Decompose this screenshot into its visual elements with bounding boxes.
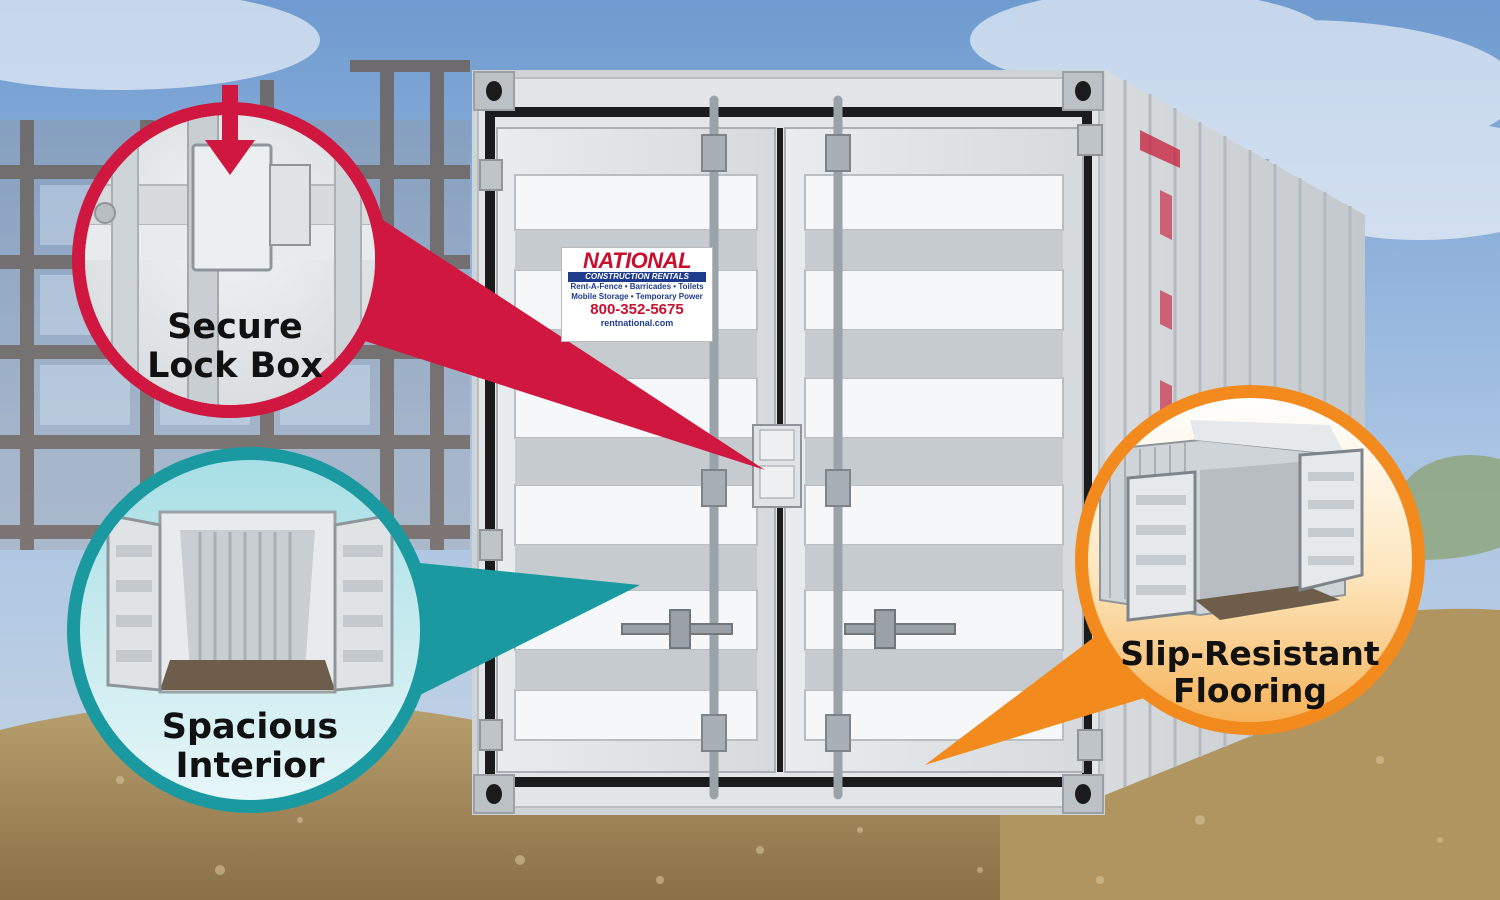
lock-box-callout	[72, 85, 388, 418]
flooring-label-line2: Flooring	[1173, 670, 1327, 710]
lock-box-label-line1: Secure	[167, 307, 303, 347]
sticker-services-2: Mobile Storage • Temporary Power	[571, 292, 703, 301]
interior-pointer	[390, 560, 640, 700]
interior-label-line1: Spacious	[161, 707, 339, 747]
container-front	[472, 70, 1105, 815]
lock-box-pointer	[300, 205, 765, 470]
interior-label: Spacious Interior	[125, 707, 375, 787]
lock-box-label-line2: Lock Box	[147, 346, 323, 387]
flooring-callout	[1075, 385, 1425, 735]
down-arrow-icon	[205, 85, 255, 175]
flooring-label-line1: Slip-Resistant	[1120, 634, 1380, 673]
sticker-brand: NATIONAL	[582, 248, 692, 273]
flooring-label: Slip-Resistant Flooring	[1095, 634, 1405, 710]
sticker-phone: 800-352-5675	[590, 301, 684, 318]
sticker-subtitle: CONSTRUCTION RENTALS	[568, 272, 706, 282]
interior-callout	[67, 447, 433, 813]
interior-label-line2: Interior	[175, 746, 325, 787]
lock-box-label: Secure Lock Box	[110, 307, 360, 387]
sticker-website: rentnational.com	[600, 318, 674, 328]
company-sticker: NATIONAL CONSTRUCTION RENTALS Rent-A-Fen…	[561, 247, 713, 342]
sticker-services-1: Rent-A-Fence • Barricades • Toilets	[570, 282, 704, 291]
container-lock-box	[752, 424, 802, 508]
